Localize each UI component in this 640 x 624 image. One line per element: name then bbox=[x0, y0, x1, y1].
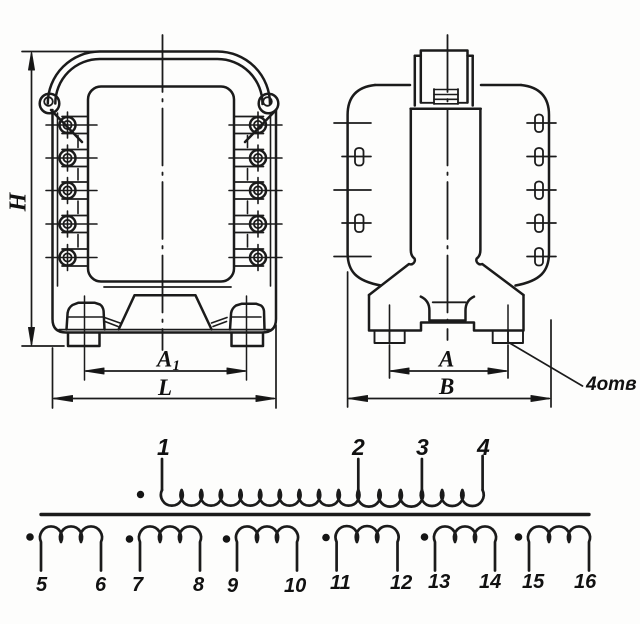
svg-text:6: 6 bbox=[95, 574, 107, 596]
svg-text:H: H bbox=[6, 191, 32, 212]
svg-text:2: 2 bbox=[351, 434, 365, 460]
svg-text:7: 7 bbox=[132, 574, 144, 596]
svg-text:11: 11 bbox=[330, 572, 351, 594]
svg-text:15: 15 bbox=[522, 571, 545, 593]
svg-text:10: 10 bbox=[284, 575, 306, 597]
svg-text:1: 1 bbox=[173, 358, 181, 374]
svg-text:5: 5 bbox=[36, 574, 48, 596]
svg-text:14: 14 bbox=[479, 571, 501, 593]
svg-text:4: 4 bbox=[476, 434, 490, 460]
svg-text:1: 1 bbox=[157, 434, 170, 460]
svg-text:A: A bbox=[437, 347, 454, 372]
svg-text:12: 12 bbox=[390, 572, 412, 594]
svg-text:9: 9 bbox=[227, 575, 239, 597]
svg-text:16: 16 bbox=[574, 571, 597, 593]
svg-text:A: A bbox=[155, 347, 172, 372]
svg-text:L: L bbox=[157, 375, 172, 400]
svg-text:13: 13 bbox=[428, 571, 450, 593]
svg-text:3: 3 bbox=[416, 434, 429, 460]
svg-text:4отв: 4отв bbox=[585, 374, 637, 395]
svg-text:B: B bbox=[438, 374, 454, 399]
svg-text:8: 8 bbox=[193, 574, 205, 596]
